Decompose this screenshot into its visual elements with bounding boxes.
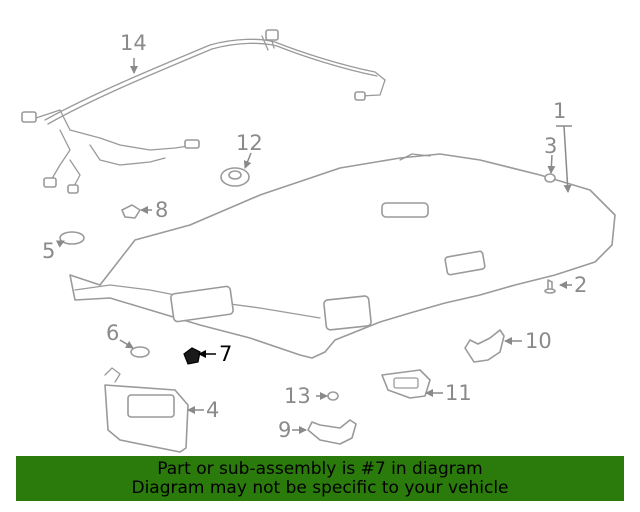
part-5-cap[interactable]: [59, 231, 85, 245]
callout-1: 1: [553, 99, 566, 123]
leader-12: [243, 152, 252, 169]
callout-14: 14: [120, 31, 147, 55]
headliner-part-1[interactable]: [69, 153, 616, 359]
part-2-fastener[interactable]: [544, 279, 556, 294]
leader-5: [55, 240, 65, 248]
callout-13: 13: [284, 384, 311, 408]
part-8-clip[interactable]: [121, 204, 141, 219]
part-6-cap[interactable]: [130, 346, 150, 358]
overhead-console-part-11[interactable]: [381, 369, 431, 399]
leader-6: [119, 339, 134, 349]
part-13-clip[interactable]: [327, 391, 339, 401]
part-12-grommet[interactable]: [220, 167, 250, 187]
assist-handle-part-10[interactable]: [464, 329, 505, 363]
callout-8: 8: [155, 198, 168, 222]
callout-4: 4: [206, 398, 219, 422]
leader-lines: [55, 58, 572, 434]
wiring-harness-part-14[interactable]: [21, 29, 386, 194]
part-3-clip[interactable]: [544, 173, 556, 183]
callout-11: 11: [445, 381, 472, 405]
leader-3: [547, 154, 556, 174]
sunshade-part-4[interactable]: [104, 367, 189, 453]
callout-6: 6: [106, 321, 119, 345]
parts-diagram: 1 3 2 12 14 8 5 6 7 4 13 9 10 11: [21, 29, 616, 453]
callout-3: 3: [544, 134, 557, 158]
callout-9: 9: [278, 418, 291, 442]
info-banner: Part or sub-assembly is #7 in diagram Di…: [16, 456, 624, 501]
callout-5: 5: [42, 239, 55, 263]
leader-1: [556, 125, 572, 192]
part-7-clip[interactable]: [183, 347, 201, 365]
assist-handle-part-9[interactable]: [307, 419, 357, 445]
callout-7: 7: [219, 342, 232, 366]
callout-2: 2: [574, 273, 587, 297]
banner-line-2: Diagram may not be specific to your vehi…: [131, 478, 509, 498]
callout-12: 12: [236, 131, 263, 155]
banner-line-1: Part or sub-assembly is #7 in diagram: [157, 459, 483, 479]
callout-10: 10: [525, 329, 552, 353]
